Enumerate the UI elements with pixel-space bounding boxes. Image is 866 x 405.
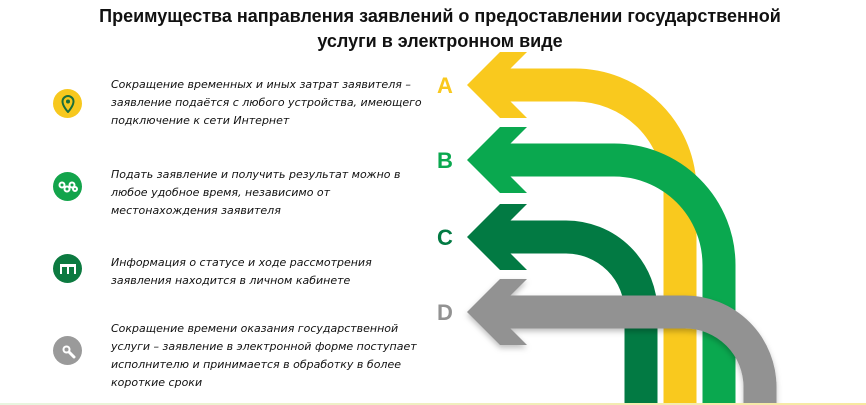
title-line-1: Преимущества направления заявлений о пре… (99, 6, 781, 26)
arrow-d (467, 279, 777, 405)
location-pin-icon (53, 89, 82, 118)
arrow-head (467, 279, 527, 345)
arrow-label-b: B (437, 148, 453, 173)
title-line-2: услуги в электронном виде (317, 31, 563, 51)
arrow-head (467, 127, 527, 193)
page-title: Преимущества направления заявлений о пре… (0, 4, 866, 54)
arrow-shaft (509, 143, 736, 405)
arrow-label-a: A (437, 73, 453, 98)
arrow-shaft (509, 295, 777, 405)
arrow-label-c: C (437, 225, 453, 250)
arrow-head (467, 52, 527, 118)
benefit-text: Сокращение времени оказания государствен… (111, 322, 417, 389)
arrow-head (467, 204, 527, 270)
handshake-icon (53, 172, 82, 201)
benefit-text: Информация о статусе и ходе рассмотрения… (111, 256, 372, 287)
arrow-b (467, 127, 736, 405)
arrow-label-d: D (437, 300, 453, 325)
bottom-divider (0, 403, 866, 405)
magnifier-icon (53, 336, 82, 365)
open-book-icon (53, 254, 82, 283)
benefit-text: Подать заявление и получить результат мо… (111, 168, 401, 217)
benefit-text: Сокращение временных и иных затрат заяви… (111, 78, 422, 127)
